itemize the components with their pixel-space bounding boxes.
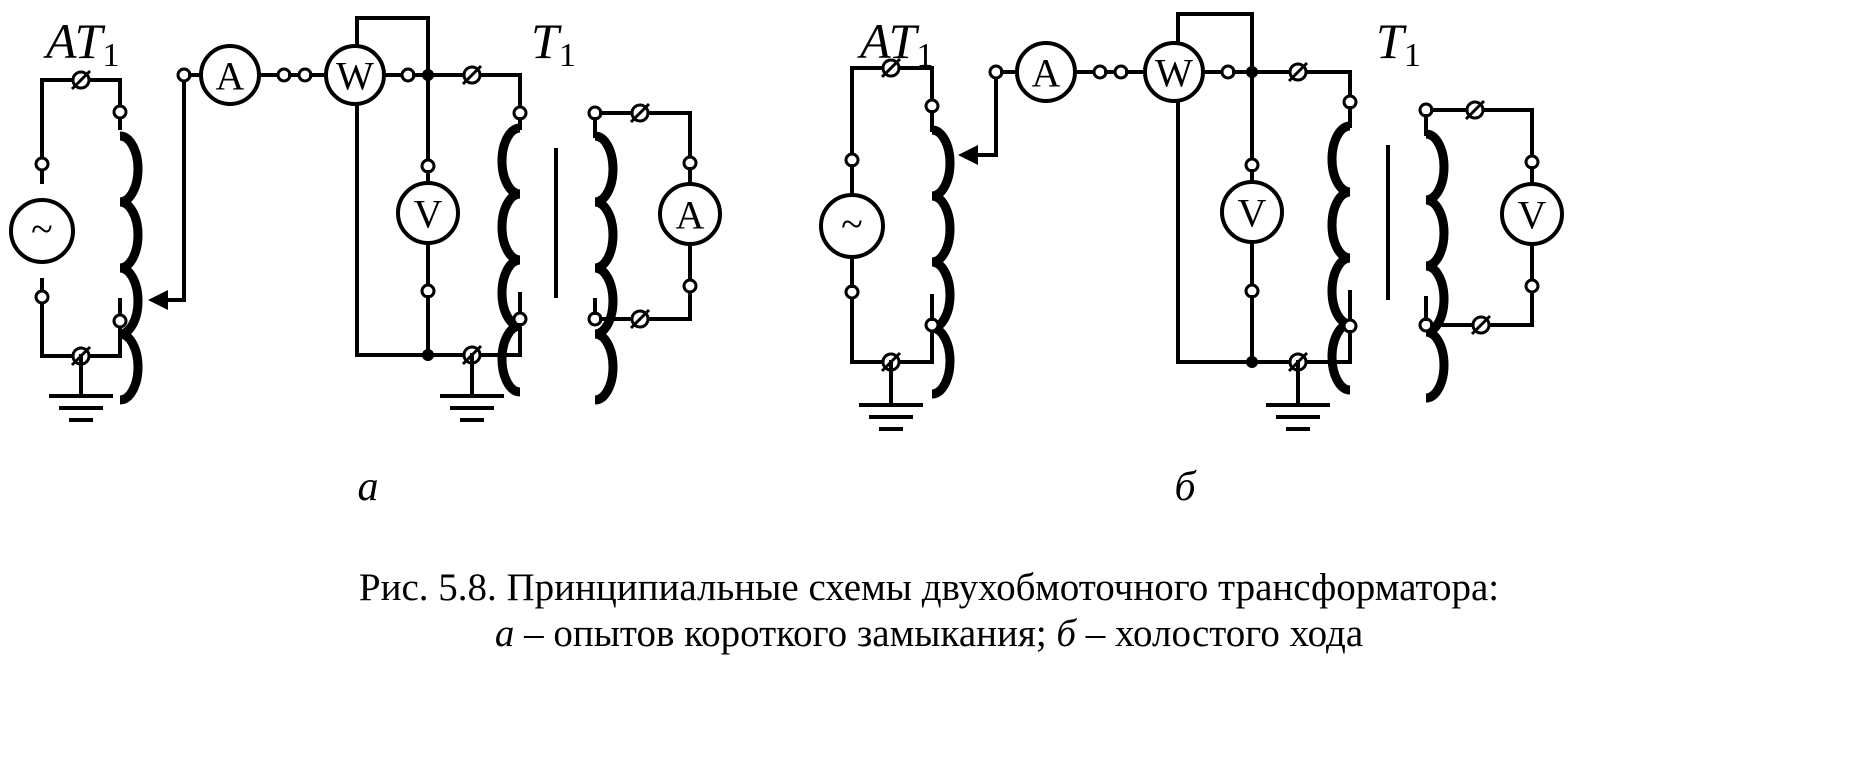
transformer-secondary-coil-b [1426, 134, 1444, 398]
clamp-t-top-b [1287, 61, 1309, 83]
svg-text:V: V [414, 192, 443, 237]
transformer-primary-coil-a [502, 128, 520, 392]
caption-line-2: а – опытов короткого замыкания; б – холо… [0, 611, 1858, 657]
voltmeter-primary-a: V [396, 181, 460, 245]
ground-icon [47, 394, 115, 422]
clamp-sec-bottom-b [1470, 314, 1492, 336]
ground-icon [438, 394, 506, 422]
ammeter-secondary-a: A [658, 182, 722, 246]
clamp-t-top-a [461, 64, 483, 86]
autotransformer-label-a: AT1 [43, 13, 120, 74]
caption-b-letter: б [1056, 612, 1077, 655]
ac-source-icon: ~ [819, 193, 885, 259]
voltmeter-secondary-b: V [1500, 182, 1564, 246]
ammeter-primary-a: A [199, 44, 261, 106]
ground-icon [857, 403, 925, 431]
clamp-at-top-a [70, 69, 92, 91]
autotransformer-coil-a [120, 136, 138, 400]
source-loop-wire-a [40, 78, 122, 166]
wattmeter-a: W [324, 44, 386, 106]
svg-text:A: A [676, 193, 705, 238]
panel-label-a: а [358, 464, 379, 510]
svg-text:A: A [216, 54, 245, 99]
svg-text:A: A [1032, 51, 1061, 96]
clamp-sec-bottom-a [629, 308, 651, 330]
panel-a: AT1 T1 ~ A [9, 13, 722, 510]
panel-label-b: б [1174, 464, 1197, 510]
transformer-label-a: T1 [531, 13, 576, 74]
svg-text:V: V [1238, 191, 1267, 236]
svg-text:W: W [336, 54, 374, 99]
clamp-sec-top-b [1464, 99, 1486, 121]
voltmeter-primary-b: V [1220, 180, 1284, 244]
caption-b-text: – холостого хода [1076, 612, 1364, 655]
panel-b: AT1 T1 ~ A [819, 12, 1564, 510]
ammeter-primary-b: A [1015, 41, 1077, 103]
svg-text:W: W [1155, 51, 1193, 96]
clamp-sec-top-a [629, 102, 651, 124]
transformer-label-b: T1 [1376, 13, 1421, 74]
svg-text:~: ~ [31, 207, 53, 252]
autotransformer-coil-b [932, 130, 950, 394]
slider-arrow-icon [958, 145, 978, 165]
slider-arrow-icon [148, 290, 168, 310]
svg-text:V: V [1518, 193, 1547, 238]
clamp-at-top-b [880, 57, 902, 79]
caption-line-1: Рис. 5.8. Принципиальные схемы двухобмот… [358, 566, 1500, 609]
figure-caption: Рис. 5.8. Принципиальные схемы двухобмот… [0, 565, 1858, 657]
transformer-primary-coil-b [1332, 126, 1350, 390]
svg-text:~: ~ [841, 202, 863, 247]
transformer-secondary-coil-a [595, 136, 613, 400]
ground-icon [1264, 403, 1332, 431]
ac-source-icon: ~ [9, 198, 75, 264]
caption-a-text: – опытов короткого замыкания; [514, 612, 1057, 655]
caption-a-letter: а [494, 612, 515, 655]
wattmeter-b: W [1143, 41, 1205, 103]
